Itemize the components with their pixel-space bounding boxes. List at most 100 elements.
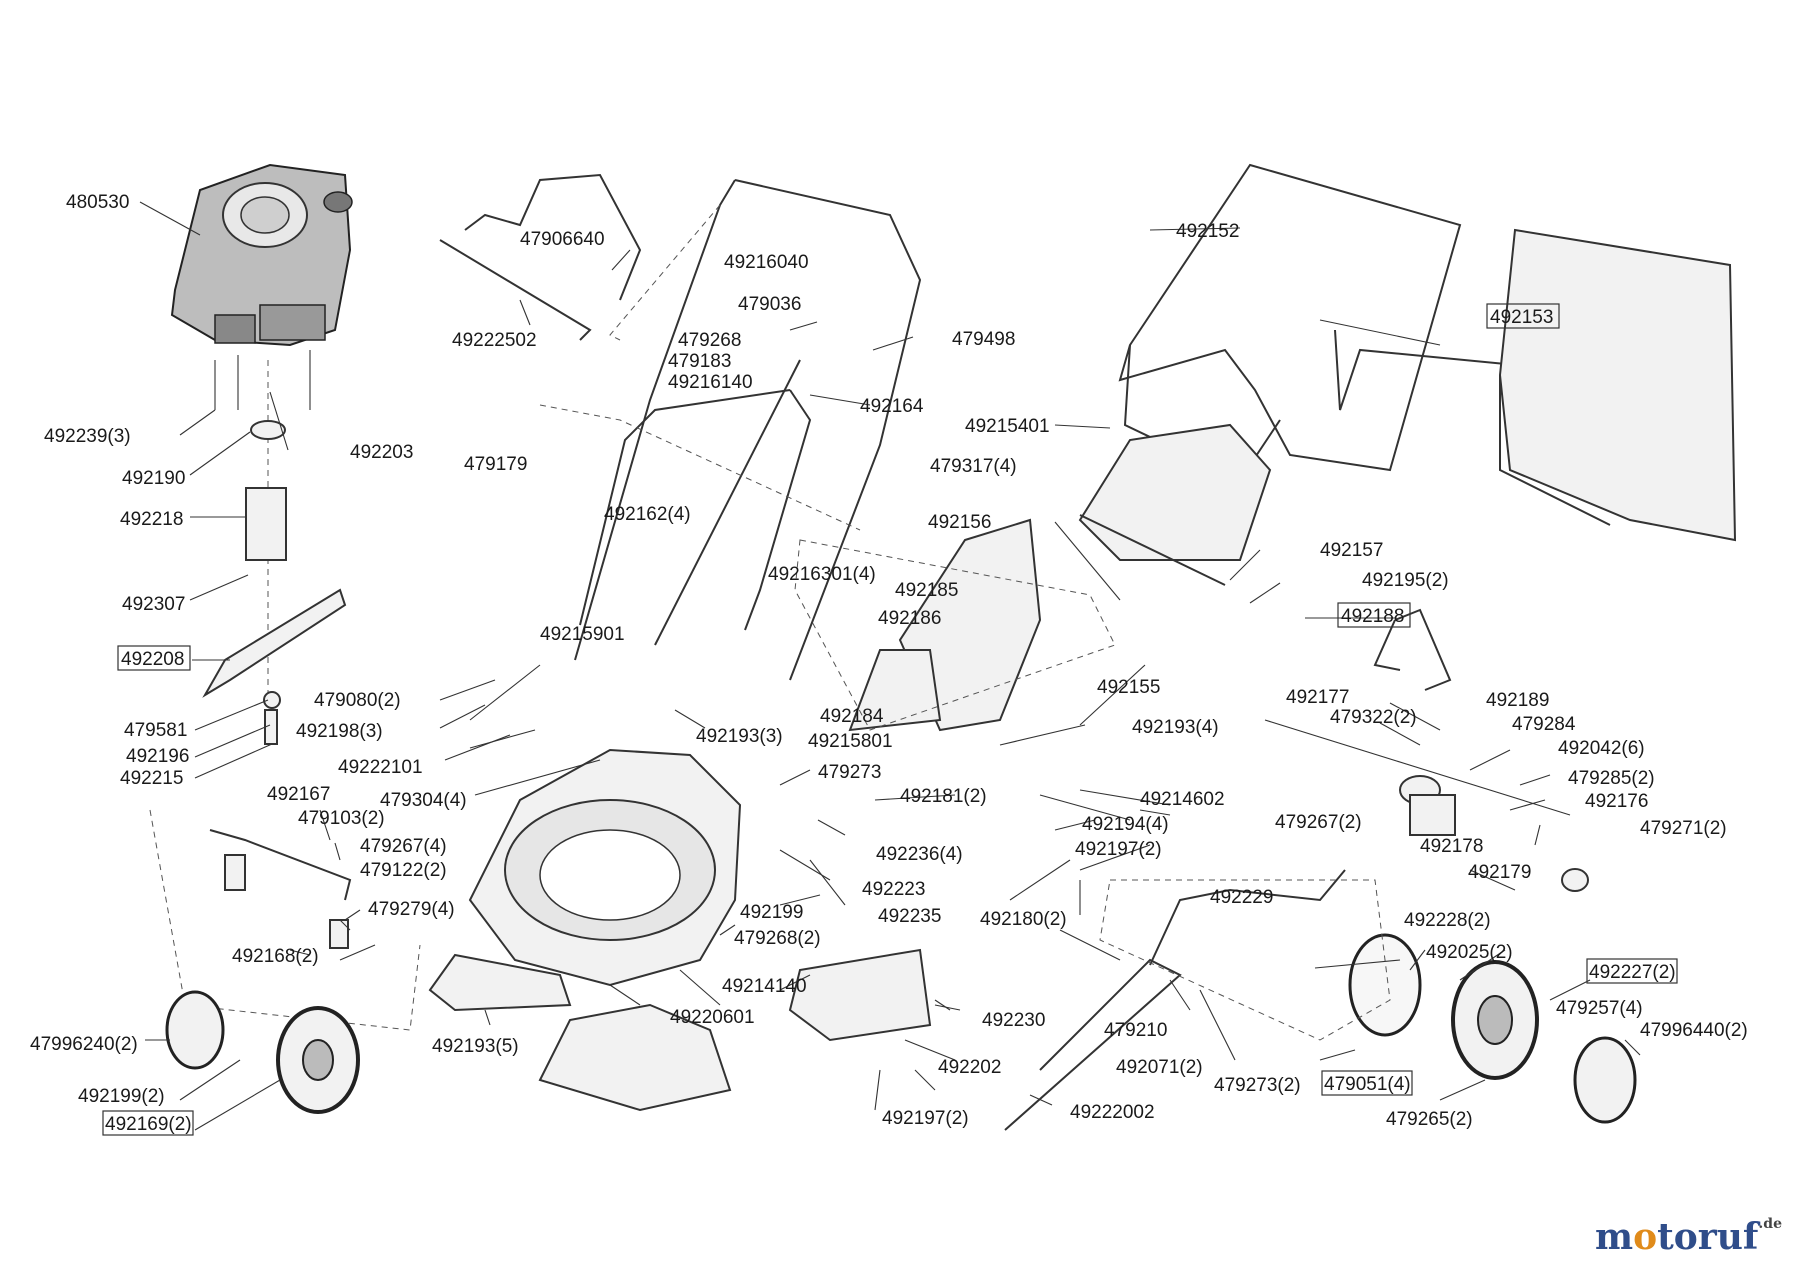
part-label: 479268(2) bbox=[734, 928, 821, 949]
part-label: 479210 bbox=[1104, 1020, 1167, 1041]
part-label: 492198(3) bbox=[296, 721, 383, 742]
part-label: 492215 bbox=[120, 768, 183, 789]
part-label: 492162(4) bbox=[604, 504, 691, 525]
part-label: 480530 bbox=[66, 192, 129, 213]
part-label: 49216301(4) bbox=[768, 564, 876, 585]
boxed-frame bbox=[1321, 1070, 1413, 1096]
part-label: 479122(2) bbox=[360, 860, 447, 881]
part-label: 49222101 bbox=[338, 757, 423, 778]
part-label: 49222002 bbox=[1070, 1102, 1155, 1123]
part-label: 492185 bbox=[895, 580, 958, 601]
part-label: 479268 bbox=[678, 330, 741, 351]
rear-flap-drawing bbox=[1078, 423, 1272, 586]
part-label: 492202 bbox=[938, 1057, 1001, 1078]
engine-drawing bbox=[170, 163, 353, 740]
part-label: 492236(4) bbox=[876, 844, 963, 865]
part-label: 492193(4) bbox=[1132, 717, 1219, 738]
part-label: 492228(2) bbox=[1404, 910, 1491, 931]
part-label: 492199(2) bbox=[78, 1086, 165, 1107]
wheel-rear-disc bbox=[1348, 933, 1422, 1037]
part-label: 492218 bbox=[120, 509, 183, 530]
part-label: 492025(2) bbox=[1426, 942, 1513, 963]
part-label: 492195(2) bbox=[1362, 570, 1449, 591]
part-label: 479317(4) bbox=[930, 456, 1017, 477]
part-label: 492178 bbox=[1420, 836, 1483, 857]
boxed-frame bbox=[102, 1110, 194, 1136]
part-label: 49215801 bbox=[808, 731, 893, 752]
part-label: 492307 bbox=[122, 594, 185, 615]
part-label: 479271(2) bbox=[1640, 818, 1727, 839]
part-label: 492155 bbox=[1097, 677, 1160, 698]
part-label: 492230 bbox=[982, 1010, 1045, 1031]
part-label: 49222502 bbox=[452, 330, 537, 351]
part-label: 492239(3) bbox=[44, 426, 131, 447]
guard-drawing bbox=[788, 518, 1116, 1042]
part-label: 492153 bbox=[1490, 307, 1553, 328]
leader-lines bbox=[139, 201, 1641, 1131]
part-label: 479036 bbox=[738, 294, 801, 315]
part-label: 492181(2) bbox=[900, 786, 987, 807]
part-label: 49214602 bbox=[1140, 789, 1225, 810]
part-label: 492184 bbox=[820, 706, 884, 727]
part-label: 492193(3) bbox=[696, 726, 783, 747]
part-label: 492071(2) bbox=[1116, 1057, 1203, 1078]
part-label: 492157 bbox=[1320, 540, 1383, 561]
part-label: 49214140 bbox=[722, 976, 807, 997]
part-label: 492189 bbox=[1486, 690, 1549, 711]
part-label: 479267(2) bbox=[1275, 812, 1362, 833]
part-label: 492177 bbox=[1286, 687, 1349, 708]
wheel-front-left-cover bbox=[165, 990, 225, 1070]
part-label: 492180(2) bbox=[980, 909, 1067, 930]
part-label: 479284 bbox=[1512, 714, 1576, 735]
part-label: 492229 bbox=[1210, 887, 1273, 908]
part-label: 492223 bbox=[862, 879, 925, 900]
part-label: 492194(4) bbox=[1082, 814, 1169, 835]
part-label: 479322(2) bbox=[1330, 707, 1417, 728]
boxed-frame bbox=[1586, 958, 1678, 984]
boxed-frame bbox=[117, 645, 191, 671]
deck-drawing bbox=[428, 748, 742, 1112]
part-label: 492227(2) bbox=[1589, 962, 1676, 983]
part-label: 479257(4) bbox=[1556, 998, 1643, 1019]
part-label: 492167 bbox=[267, 784, 330, 805]
part-label: 49215901 bbox=[540, 624, 625, 645]
part-label: 479179 bbox=[464, 454, 527, 475]
part-label: 479265(2) bbox=[1386, 1109, 1473, 1130]
part-label: 492193(5) bbox=[432, 1036, 519, 1057]
part-label: 479267(4) bbox=[360, 836, 447, 857]
part-label: 492168(2) bbox=[232, 946, 319, 967]
part-label: 492197(2) bbox=[882, 1108, 969, 1129]
part-label: 479080(2) bbox=[314, 690, 401, 711]
part-label: 492196 bbox=[126, 746, 189, 767]
part-label: 492169(2) bbox=[105, 1114, 192, 1135]
part-label: 492190 bbox=[122, 468, 185, 489]
wheel-rear-cover bbox=[1573, 1036, 1637, 1124]
part-label: 479273 bbox=[818, 762, 881, 783]
part-label: 479304(4) bbox=[380, 790, 467, 811]
part-label: 479498 bbox=[952, 329, 1015, 350]
part-label: 492176 bbox=[1585, 791, 1648, 812]
part-label: 492203 bbox=[350, 442, 413, 463]
part-label: 47996440(2) bbox=[1640, 1020, 1748, 1041]
part-label: 492188 bbox=[1341, 606, 1404, 627]
part-label: 492156 bbox=[928, 512, 991, 533]
motoruf-watermark-logo: motoruf.de bbox=[1595, 1216, 1782, 1258]
part-label: 492179 bbox=[1468, 862, 1531, 883]
part-label: 479279(4) bbox=[368, 899, 455, 920]
part-label: 479051(4) bbox=[1324, 1074, 1411, 1095]
handle-drawing bbox=[439, 173, 922, 681]
part-label: 492042(6) bbox=[1558, 738, 1645, 759]
part-label: 492186 bbox=[878, 608, 941, 629]
part-label: 47906640 bbox=[520, 229, 605, 250]
part-label: 49215401 bbox=[965, 416, 1050, 437]
part-label: 492235 bbox=[878, 906, 941, 927]
boxed-frame bbox=[1337, 602, 1411, 628]
part-label: 479273(2) bbox=[1214, 1075, 1301, 1096]
part-label: 49220601 bbox=[670, 1007, 755, 1028]
part-label: 49216040 bbox=[724, 252, 809, 273]
part-label: 47996240(2) bbox=[30, 1034, 138, 1055]
part-label: 479581 bbox=[124, 720, 187, 741]
part-label: 492164 bbox=[860, 396, 924, 417]
part-labels: 480530 47906640 49216040 492152 492153 4… bbox=[30, 192, 1748, 1136]
